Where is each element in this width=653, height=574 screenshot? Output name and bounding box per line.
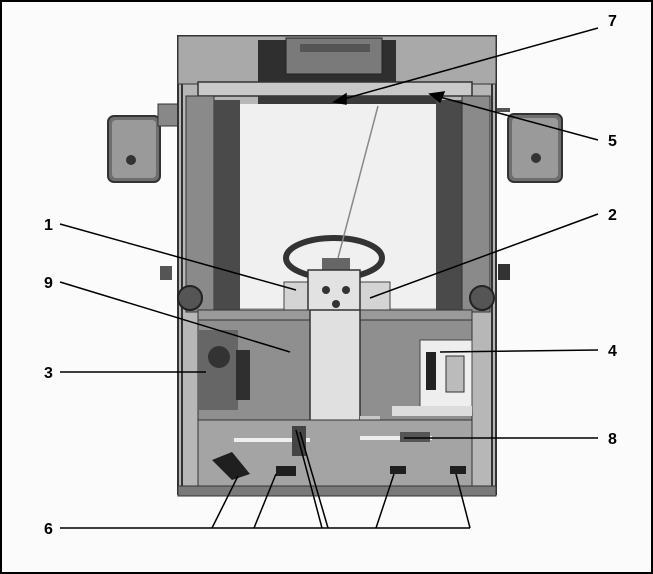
leader-2 [369,213,599,299]
callout-5: 5 [608,133,617,150]
callout-2: 2 [608,207,617,224]
pedal-left [212,452,250,480]
callout-7: 7 [608,13,617,30]
left-headlight [177,285,203,311]
leader-lines [59,27,599,529]
leader-1 [59,223,297,291]
pedal-center [276,466,296,476]
floor-slot-right-1 [390,466,406,474]
callout-9: 9 [44,275,53,292]
right-mirror [494,108,563,183]
leader-7 [339,27,599,101]
callout-3: 3 [44,365,53,382]
right-headlight [469,285,495,311]
left-mirror [107,103,185,183]
callout-8: 8 [608,431,617,448]
callout-4: 4 [608,343,617,360]
callout-6: 6 [44,521,53,538]
left-small-bracket [160,266,172,280]
leader-4 [439,349,599,353]
lower-body [177,309,497,497]
leader-5 [435,95,599,141]
callout-1: 1 [44,217,53,234]
floor-slot-right-2 [450,466,466,474]
leader-9 [59,281,291,353]
right-small-bracket [498,264,510,280]
